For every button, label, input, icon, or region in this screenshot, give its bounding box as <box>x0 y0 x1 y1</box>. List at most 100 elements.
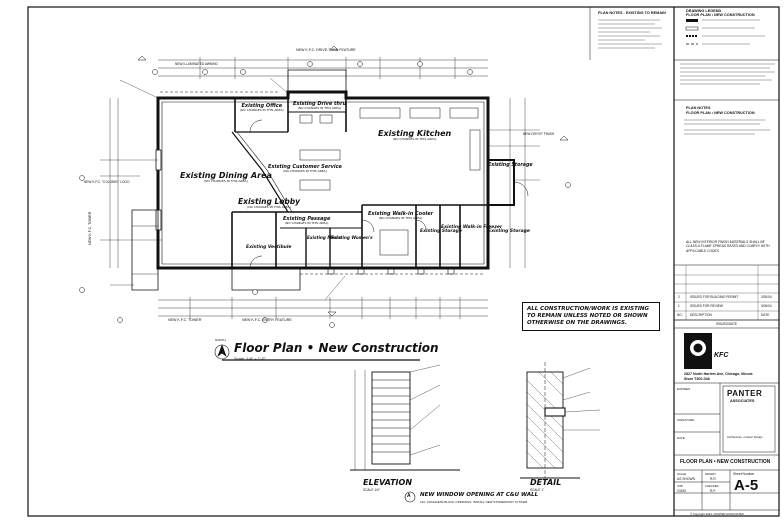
legend-swatches <box>685 19 699 45</box>
window-opening-sub: FILL CONCRETE BLOCK OPENINGS. INSTALL NE… <box>420 500 528 504</box>
room-passage: Existing Passage (NO CHANGES IN THIS ARE… <box>283 217 330 225</box>
job-value: 03150 <box>677 489 687 493</box>
room-passage-sub: (NO CHANGES IN THIS AREA) <box>284 221 329 225</box>
north-arrow <box>214 344 230 360</box>
room-kitchen: Existing Kitchen (NO CHANGES IN THIS ARE… <box>378 130 451 141</box>
dimension-lines <box>109 57 526 319</box>
room-mens-label: Existing Men's <box>307 235 342 240</box>
rev-row-1-desc: ISSUED FOR REVIEW <box>690 304 723 308</box>
window-opening-note: NEW WINDOW OPENING AT C&U WALL <box>420 492 539 498</box>
rev-head-date: DATE <box>761 313 770 317</box>
rev-row-1-no: 1 <box>678 304 680 308</box>
room-lobby: Existing Lobby (NO CHANGES IN THIS AREA) <box>238 198 300 209</box>
checked-label: CHECKED <box>705 484 719 488</box>
room-storage-far: Existing Storage <box>488 229 530 235</box>
elevation-label: ELEVATION <box>363 478 413 487</box>
room-storage-mid: Existing Storage <box>420 229 462 235</box>
room-mens: Existing Men's <box>307 235 342 240</box>
room-kitchen-sub: (NO CHANGES IN THIS AREA) <box>392 137 437 141</box>
drawn-value: R.R. <box>710 477 717 481</box>
construction-note: ALL CONSTRUCTION/WORK IS EXISTING TO REM… <box>522 302 660 331</box>
firm-name: PANTER <box>727 389 763 398</box>
room-dining: Existing Dining Area (NO CHANGES IN THIS… <box>180 172 272 183</box>
rev-row-2-date: 3/30/04 <box>761 295 772 299</box>
callout-drive-thru: NEW K.F.C. DRIVE-THRU FEATURE <box>296 48 356 52</box>
elevation-scale: SCALE 1/4" <box>363 488 380 492</box>
store-address-2: Store T300-048 <box>684 377 710 381</box>
rev-head-desc: DESCRIPTION <box>690 313 712 317</box>
room-kitchen-label: Existing Kitchen <box>378 129 452 138</box>
room-drive-thru-sub: (NO CHANGES IN THIS AREA) <box>297 106 342 110</box>
section-marker-letter: A <box>407 493 411 499</box>
rev-row-1-date: 3/05/04 <box>761 304 772 308</box>
section-marker <box>404 491 416 503</box>
title-block-lines <box>589 7 779 511</box>
room-walk-in-cooler-sub: (NO CHANGES IN THIS AREA) <box>378 216 423 220</box>
room-dining-label: Existing Dining Area <box>180 171 272 180</box>
room-walk-in-cooler: Existing Walk-in Cooler (NO CHANGES IN T… <box>368 212 433 220</box>
date-label: DATE <box>677 436 685 440</box>
leader-lines <box>100 77 540 301</box>
room-office-label: Existing Office <box>241 103 283 109</box>
room-office: Existing Office (NO CHANGES IN THIS AREA… <box>240 104 284 112</box>
room-walk-in-cooler-label: Existing Walk-in Cooler <box>368 211 434 217</box>
copyright: © Copyright 2004 • PANTER ASSOCIATES <box>690 512 744 516</box>
room-vestibule-label: Existing Vestibule <box>246 245 292 250</box>
plan-notes-title: PLAN NOTES - EXISTING TO REMAIN <box>598 11 666 15</box>
room-storage-right-label: Existing Storage <box>488 163 533 168</box>
room-customer-service: Existing Customer Service (NO CHANGES IN… <box>268 165 342 173</box>
room-walk-in-freezer: Existing Walk-in Freezer <box>441 225 503 231</box>
rev-row-2-desc: ISSUED FOR BUILDING PERMIT <box>690 295 739 299</box>
room-womens-label: Existing Women's <box>331 235 373 240</box>
signature-label: SIGNATURE <box>677 418 695 422</box>
rev-footer: ISSUED/DATE <box>716 322 738 326</box>
checked-value: R.P. <box>710 489 716 493</box>
room-storage-mid-label: Existing Storage <box>420 229 462 234</box>
room-drive-thru: Existing Drive thru (NO CHANGES IN THIS … <box>293 102 346 110</box>
room-lobby-label: Existing Lobby <box>238 197 301 206</box>
callout-tower: NEW K.F.C. TOWER <box>168 318 202 322</box>
fine-print-lines <box>598 19 775 135</box>
legend-title-2: FLOOR PLAN • NEW CONSTRUCTION <box>686 13 755 17</box>
room-customer-service-label: Existing Customer Service <box>268 164 342 170</box>
sheet-number-label: Sheet Number <box>733 472 755 476</box>
floor-plan <box>131 69 529 291</box>
store-address-1: 2827 North Harlem Ave, Chicago, Illinois <box>684 372 753 376</box>
north-label: NORTH <box>215 338 226 342</box>
callout-entry: NEW K.F.C. ENTRY FEATURE <box>242 318 292 322</box>
section-detail <box>520 362 601 479</box>
detail-label: DETAIL <box>530 478 562 487</box>
room-drive-thru-label: Existing Drive thru <box>293 101 347 107</box>
legend-title-1: DRAWING LEGEND <box>686 9 722 13</box>
room-passage-label: Existing Passage <box>283 216 331 222</box>
rev-head-no: NO. <box>677 313 683 317</box>
room-storage-right: Existing Storage <box>488 163 533 169</box>
kfc-logo-text: KFC <box>714 352 729 359</box>
sheet-number: A-5 <box>734 477 759 494</box>
note-tags <box>79 45 571 328</box>
firm-sub: Architecture • Interior Design <box>727 435 763 439</box>
job-label: JOB <box>677 484 683 488</box>
room-office-sub: (NO CHANGES IN THIS AREA) <box>240 108 284 112</box>
callout-wall-finish: NEW DRYVIT FINISH <box>523 132 555 136</box>
scale-label: SCALE <box>677 472 687 476</box>
stamp-label: EXPIRES <box>677 387 691 391</box>
room-lobby-sub: (NO CHANGES IN THIS AREA) <box>247 204 291 209</box>
room-vestibule: Existing Vestibule <box>246 245 292 251</box>
room-walk-in-freezer-label: Existing Walk-in Freezer <box>441 225 503 230</box>
callout-tower-vertical: NEW K.F.C. TOWER <box>88 211 92 245</box>
callout-awning: NEW ILLUMINATED AWNING <box>175 62 218 66</box>
plan-notes-title-3: FLOOR PLAN • NEW CONSTRUCTION <box>686 111 755 115</box>
finish-note: ALL NEW INTERIOR FINISH MATERIALS SHALL … <box>686 240 770 253</box>
drawn-label: DRAWN <box>705 472 716 476</box>
scale-value: AS SHOWN <box>677 477 695 481</box>
room-customer-service-sub: (NO CHANGES IN THIS AREA) <box>283 169 327 173</box>
room-dining-sub: (NO CHANGES IN THIS AREA) <box>204 179 248 183</box>
plan-scale: Scale: 1/4" = 1'-0" <box>234 356 266 361</box>
detail-scale: SCALE 1" <box>530 488 545 492</box>
rev-row-2-no: 2 <box>678 295 680 299</box>
room-storage-far-label: Existing Storage <box>488 229 530 234</box>
room-womens: Existing Women's <box>331 235 373 240</box>
